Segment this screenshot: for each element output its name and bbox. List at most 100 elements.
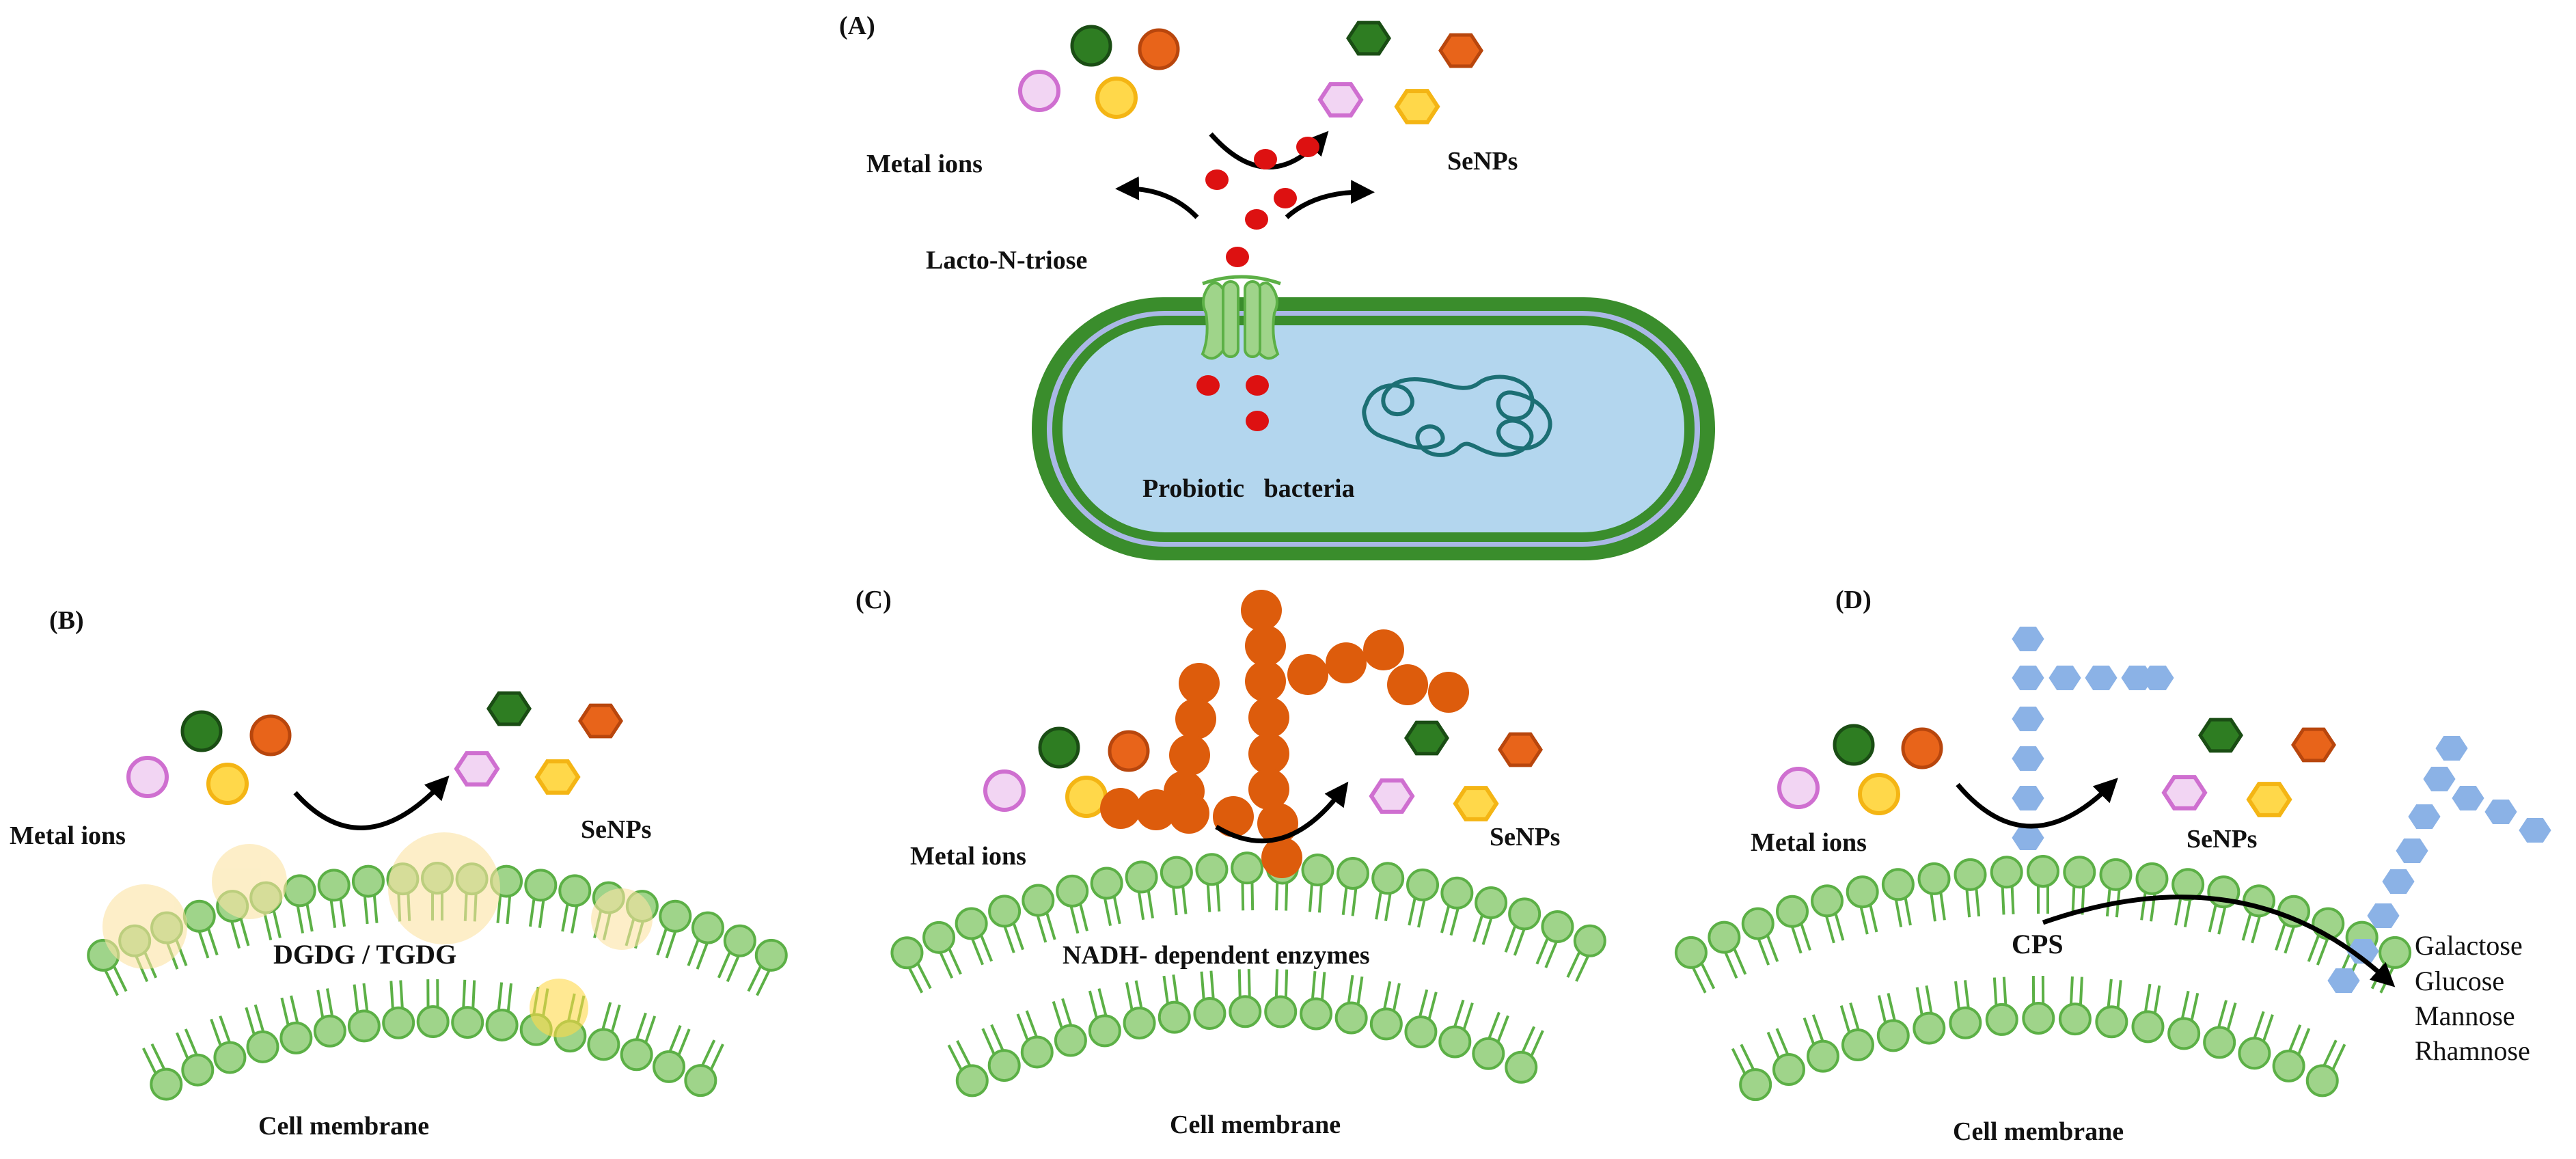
sugar-galactose: Galactose	[2415, 930, 2523, 961]
metal-ion-yellow	[1095, 77, 1138, 119]
panel-b: (B) Metal ions SeNPs DGDG / TGDG Cell me…	[10, 606, 788, 1141]
panel-b-metal-ions-cluster	[126, 710, 292, 805]
senp-orange	[1438, 33, 1483, 68]
panel-d-conversion-arrow	[1956, 778, 2118, 829]
lipid-head	[246, 1030, 279, 1063]
cps-polysaccharide-chains	[2012, 627, 2551, 993]
panel-b-lipid-label: DGDG / TGDG	[273, 939, 456, 970]
lipid-head	[620, 1038, 653, 1072]
lipid-head	[2099, 858, 2133, 891]
lipid-head	[1541, 910, 1574, 944]
dgdg-tgdg-halos	[102, 832, 653, 1037]
lipid-head	[1881, 868, 1915, 901]
transporter-channel	[1201, 275, 1281, 360]
panel-c-membrane-label: Cell membrane	[1170, 1110, 1341, 1139]
lipid-head	[1334, 1001, 1368, 1035]
lipid-head	[922, 921, 956, 954]
lipid-head	[684, 1064, 717, 1097]
lipid-head	[347, 1009, 381, 1043]
probiotic-bacterium: Probiotic bacteria	[1032, 275, 1715, 560]
lipid-head	[1020, 1035, 1054, 1069]
panel-d-metal-ions-label: Metal ions	[1751, 828, 1867, 857]
panel-d-label: (D)	[1835, 586, 1872, 614]
lnt-dots-inside	[1196, 375, 1269, 431]
arrow-to-metal-ions	[1115, 176, 1199, 219]
lipid-head	[382, 1006, 415, 1039]
panel-d-membrane-label: Cell membrane	[1953, 1117, 2124, 1146]
panel-a-lnt-label: Lacto-N-triose	[926, 246, 1087, 275]
panel-a-metal-ions-label: Metal ions	[866, 150, 983, 178]
lipid-head	[1772, 1053, 1805, 1087]
nadh-enzyme-chains	[1100, 590, 1469, 878]
lipid-head	[1954, 858, 1987, 891]
senp-green	[1346, 21, 1391, 56]
lipid-head	[1917, 862, 1951, 895]
panel-a: (A) Metal ions SeNPs Lacto-N-triose	[839, 12, 1715, 560]
panel-d: (D)	[1674, 586, 2551, 1146]
lipid-head	[1440, 876, 1474, 910]
lipid-head	[1231, 851, 1264, 885]
panel-d-cell-membrane	[1674, 855, 2412, 1102]
lipid-head	[351, 864, 385, 898]
lipid-head	[1195, 853, 1229, 886]
metal-ion-green	[1070, 25, 1112, 67]
lipid-head	[1508, 897, 1542, 931]
panel-d-metal-ions-cluster	[1777, 724, 1943, 815]
metal-ion-pink	[1018, 70, 1060, 112]
panel-c-label: (C)	[855, 586, 892, 614]
lipid-head	[1708, 921, 1741, 954]
panel-b-label: (B)	[49, 606, 84, 635]
sugar-mannose: Mannose	[2415, 1000, 2515, 1031]
lipid-head	[1472, 1037, 1505, 1070]
sugar-list: Galactose Glucose Mannose Rhamnose	[2415, 930, 2530, 1066]
bacterium-cytoplasm	[1063, 325, 1684, 532]
lipid-head	[1505, 1050, 1538, 1084]
panel-d-senps-label: SeNPs	[2187, 825, 2257, 854]
lipid-head	[451, 1006, 484, 1039]
bacterial-dna	[1362, 374, 1552, 457]
lipid-head	[1841, 1028, 1874, 1062]
lipid-head	[1811, 884, 1844, 918]
lipid-head	[955, 1064, 989, 1097]
lipid-head	[2063, 856, 2096, 889]
lipid-head	[1404, 1015, 1438, 1049]
lipid-head	[2095, 1005, 2128, 1039]
lipid-head	[2131, 1010, 2165, 1044]
lipid-head	[2022, 1002, 2055, 1035]
lipid-head	[1300, 997, 1333, 1031]
panel-d-cps-label: CPS	[2012, 929, 2064, 959]
senp-yellow	[1394, 89, 1440, 124]
lipid-head	[1157, 1000, 1191, 1034]
panel-a-senps-cluster	[1317, 21, 1483, 124]
panel-a-label: (A)	[839, 12, 875, 40]
panel-c: (C)	[855, 586, 1606, 1139]
lipid-head	[1301, 854, 1334, 887]
lipid-head	[1160, 856, 1193, 889]
lipid-head	[2203, 1026, 2236, 1059]
metal-ion-orange	[1138, 28, 1180, 70]
lipid-head	[1229, 995, 1262, 1028]
lipid-head	[213, 1041, 247, 1074]
lipid-head	[150, 1067, 183, 1101]
lipid-head	[988, 895, 1022, 928]
lipid-head	[1739, 1068, 1772, 1102]
lipid-head	[890, 936, 924, 970]
lipid-head	[1088, 1014, 1121, 1048]
lipid-head	[723, 924, 756, 957]
lipid-head	[955, 907, 988, 940]
lipid-head	[1369, 1007, 1403, 1041]
panel-c-senps-cluster	[1369, 720, 1543, 821]
lipid-head	[1573, 924, 1606, 957]
lipid-head	[1193, 996, 1227, 1030]
lipid-head	[587, 1028, 620, 1061]
lipid-head	[1876, 1019, 1910, 1052]
lipid-head	[2272, 1049, 2305, 1082]
panel-d-cps-arrow	[2042, 895, 2396, 987]
lipid-head	[2238, 1037, 2271, 1070]
panel-d-senps-cluster	[2161, 718, 2336, 817]
lipid-head	[1990, 856, 2023, 889]
lipid-head	[2135, 862, 2169, 895]
arrow-to-senps	[1285, 180, 1375, 219]
lipid-head	[1056, 874, 1089, 908]
